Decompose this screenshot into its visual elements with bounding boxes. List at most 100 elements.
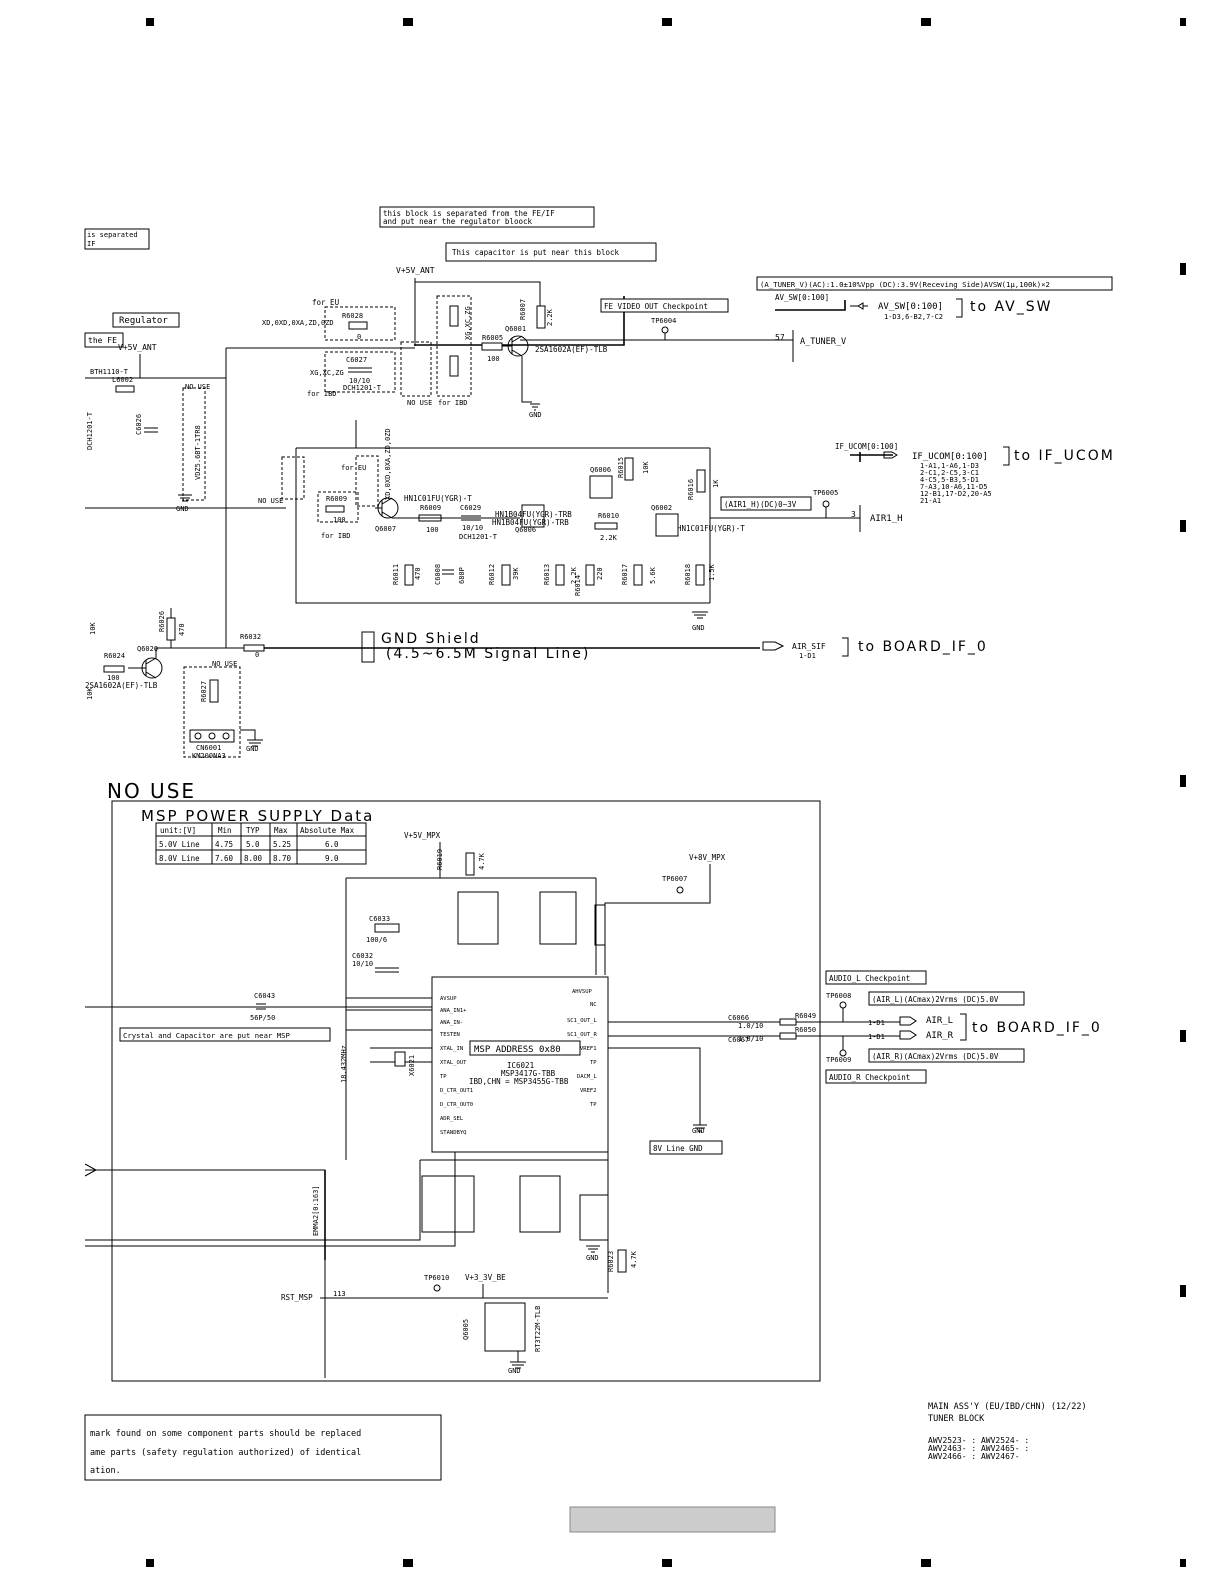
svg-text:R6024: R6024 xyxy=(104,652,125,660)
l6002: L6002 xyxy=(112,376,135,393)
svg-text:R6009: R6009 xyxy=(326,495,347,503)
svg-text:Q6006: Q6006 xyxy=(590,466,611,474)
svg-text:AUDIO_R Checkpoint: AUDIO_R Checkpoint xyxy=(829,1073,910,1082)
crystal-note: Crystal and Capacitor are put near MSP xyxy=(119,1027,331,1042)
for-eu-label: for EU xyxy=(312,298,339,307)
svg-text:C6067: C6067 xyxy=(728,1036,749,1044)
air-sif-label: AIR_SIF xyxy=(792,642,826,651)
emma2-label: EMMA2[0:163] xyxy=(312,1185,320,1236)
msp-power-table: unit:[V] Min TYP Max Absolute Max 5.0V L… xyxy=(155,822,367,865)
to-if-ucom: to IF_UCOM xyxy=(1014,448,1115,464)
svg-text:unit:[V]: unit:[V] xyxy=(160,826,196,835)
if-ucom-label: IF_UCOM[0:100] xyxy=(912,452,988,462)
svg-text:SC1_OUT_L: SC1_OUT_L xyxy=(567,1018,597,1024)
svg-text:GND Shield: GND Shield xyxy=(381,631,481,647)
no-use-label-4: NO USE xyxy=(212,660,237,668)
tp6007-label: TP6007 xyxy=(662,875,687,883)
to-av-sw: to AV_SW xyxy=(970,299,1053,315)
air1-h-spec: (AIR1_H)(DC)0~3V xyxy=(720,496,812,511)
svg-text:100: 100 xyxy=(487,355,500,363)
q6005-ic: Q6005 RT3T22M-TLB xyxy=(462,1302,542,1352)
svg-text:5.25: 5.25 xyxy=(273,840,291,849)
c6029: C6029 10/10 DCH1201-T xyxy=(459,504,498,541)
tp6004-testpoint xyxy=(661,326,669,334)
q6006-transistor: Q6006 xyxy=(515,504,545,534)
svg-text:ation.: ation. xyxy=(90,1466,121,1476)
svg-text:AWV2523- : AWV2524- :: AWV2523- : AWV2524- : xyxy=(928,1436,1029,1445)
svg-text:AHVSUP: AHVSUP xyxy=(572,989,593,995)
svg-text:C6043: C6043 xyxy=(254,992,275,1000)
svg-text:R6012: R6012 xyxy=(488,564,496,585)
svg-text:R6018: R6018 xyxy=(684,564,692,585)
registration-marks xyxy=(146,18,1186,1567)
bottom-resistors-row: R6011 470 C6008 680P R6012 39K R6013 2.2… xyxy=(392,563,716,596)
svg-text:2.2K: 2.2K xyxy=(546,308,554,326)
svg-text:D_CTR_OUT1: D_CTR_OUT1 xyxy=(440,1088,473,1094)
tp6010-label: TP6010 xyxy=(424,1274,449,1282)
r6007-box xyxy=(281,456,305,500)
if-ucom-refs: 1-A1,1-A6,1-D3 2-C1,2-C5,3-C1 4-C5,5-B3,… xyxy=(920,462,992,505)
svg-text:C6026: C6026 xyxy=(135,414,143,435)
for-ibd-box xyxy=(436,295,472,397)
c6026: C6026 xyxy=(135,414,158,435)
svg-text:2SA1602A(EF)-TLB: 2SA1602A(EF)-TLB xyxy=(535,345,608,354)
svg-text:2.2K: 2.2K xyxy=(570,566,578,584)
v5-ant-left-label: V+5V_ANT xyxy=(118,343,157,352)
svg-text:39K: 39K xyxy=(512,567,520,580)
svg-text:1.0/10: 1.0/10 xyxy=(738,1022,763,1030)
gnd-q6001: GND xyxy=(529,411,542,419)
r6005: R6005 100 xyxy=(481,334,503,363)
svg-text:7.60: 7.60 xyxy=(215,854,234,863)
svg-text:C6008: C6008 xyxy=(434,564,442,585)
svg-text:R6016: R6016 xyxy=(687,479,695,500)
svg-text:100/6: 100/6 xyxy=(366,936,387,944)
svg-text:10/10: 10/10 xyxy=(349,377,370,385)
svg-text:10/10: 10/10 xyxy=(352,960,373,968)
svg-text:AWV2466- : AWV2467-: AWV2466- : AWV2467- xyxy=(928,1452,1020,1461)
note-capacitor-near: This capacitor is put near this block xyxy=(445,242,657,262)
r6072-box xyxy=(355,455,379,507)
no-use-title: NO USE xyxy=(107,779,196,803)
svg-text:R6011: R6011 xyxy=(392,564,400,585)
no-use-label-3: NO USE xyxy=(258,497,283,505)
note-separated-fe-if: this block is separated from the FE/IF a… xyxy=(379,206,595,228)
dch-left: DCH1201-T xyxy=(86,411,94,450)
svg-text:Absolute Max: Absolute Max xyxy=(300,826,355,835)
air-sif-connector xyxy=(762,641,785,651)
svg-text:470: 470 xyxy=(178,623,186,636)
vdz-box xyxy=(182,387,206,501)
svg-text:ANA_IN-: ANA_IN- xyxy=(440,1020,463,1026)
r6023: R6023 4.7K xyxy=(607,1249,638,1273)
variants-label-2: XG,XC,ZG xyxy=(310,369,344,377)
left-10k-1: 10K xyxy=(89,622,97,635)
c6028-box xyxy=(400,341,432,397)
svg-text:0: 0 xyxy=(255,651,259,659)
no-use-label-2: NO USE xyxy=(185,383,210,391)
svg-text:C6032: C6032 xyxy=(352,952,373,960)
svg-text:this block is separated from t: this block is separated from the FE/IF xyxy=(383,209,555,218)
svg-text:is separated: is separated xyxy=(87,231,138,239)
gnd-ic-right: GND xyxy=(692,1127,705,1135)
air1-h-num: 3 xyxy=(851,510,856,519)
svg-text:9.0: 9.0 xyxy=(325,854,339,863)
cn6001-box xyxy=(183,666,241,758)
svg-text:18.432MHz: 18.432MHz xyxy=(340,1045,348,1083)
msp-power-title: MSP POWER SUPPLY Data xyxy=(141,807,374,825)
svg-text:C6066: C6066 xyxy=(728,1014,749,1022)
c6027-box xyxy=(324,351,396,393)
tp6008-label: TP6008 xyxy=(826,992,851,1000)
r6019: R6019 4.7K xyxy=(436,849,486,876)
tp6005-label: TP6005 xyxy=(813,489,838,497)
svg-text:SC1_OUT_R: SC1_OUT_R xyxy=(567,1032,597,1038)
q6007-transistor: Q6007 HN1C01FU(YGR)-T xyxy=(375,494,472,533)
r6015: R6015 10K xyxy=(617,457,650,481)
svg-text:R6013: R6013 xyxy=(543,564,551,585)
r6009-box xyxy=(317,491,359,523)
svg-text:7-A3,10-A6,11-D5: 7-A3,10-A6,11-D5 xyxy=(920,483,987,491)
svg-text:AWV2463- : AWV2465- :: AWV2463- : AWV2465- : xyxy=(928,1444,1029,1453)
gnd-shield-label: GND Shield (4.5~6.5M Signal Line) xyxy=(361,631,588,663)
svg-text:56P/50: 56P/50 xyxy=(250,1014,275,1022)
a-tuner-v-num: 57 xyxy=(775,333,785,342)
r6021-r6022: XG,XC,ZG xyxy=(449,305,472,377)
svg-text:R6005: R6005 xyxy=(482,334,503,342)
